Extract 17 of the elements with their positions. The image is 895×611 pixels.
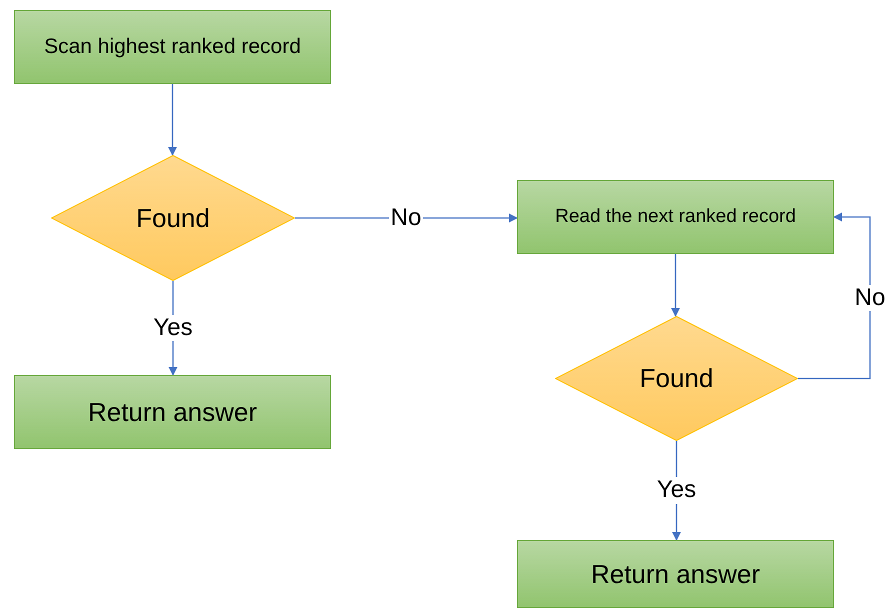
node-text: Read the next ranked record [554,205,797,229]
process-box [517,180,834,254]
node-text: Found [135,202,211,234]
decision-diamond [555,316,798,441]
process-box [14,10,331,84]
arrow [168,84,178,156]
node-text: Return answer [590,558,762,590]
decision-diamond [51,155,295,281]
process-box [517,540,834,608]
node-text: Return answer [86,396,258,428]
node-text: Scan highest ranked record [43,34,302,60]
edge-label: Yes [151,314,195,342]
arrow [670,254,680,317]
arrow [798,212,871,380]
edge-label: Yes [654,477,698,504]
node-text: Found [638,362,714,395]
process-box [14,375,331,449]
